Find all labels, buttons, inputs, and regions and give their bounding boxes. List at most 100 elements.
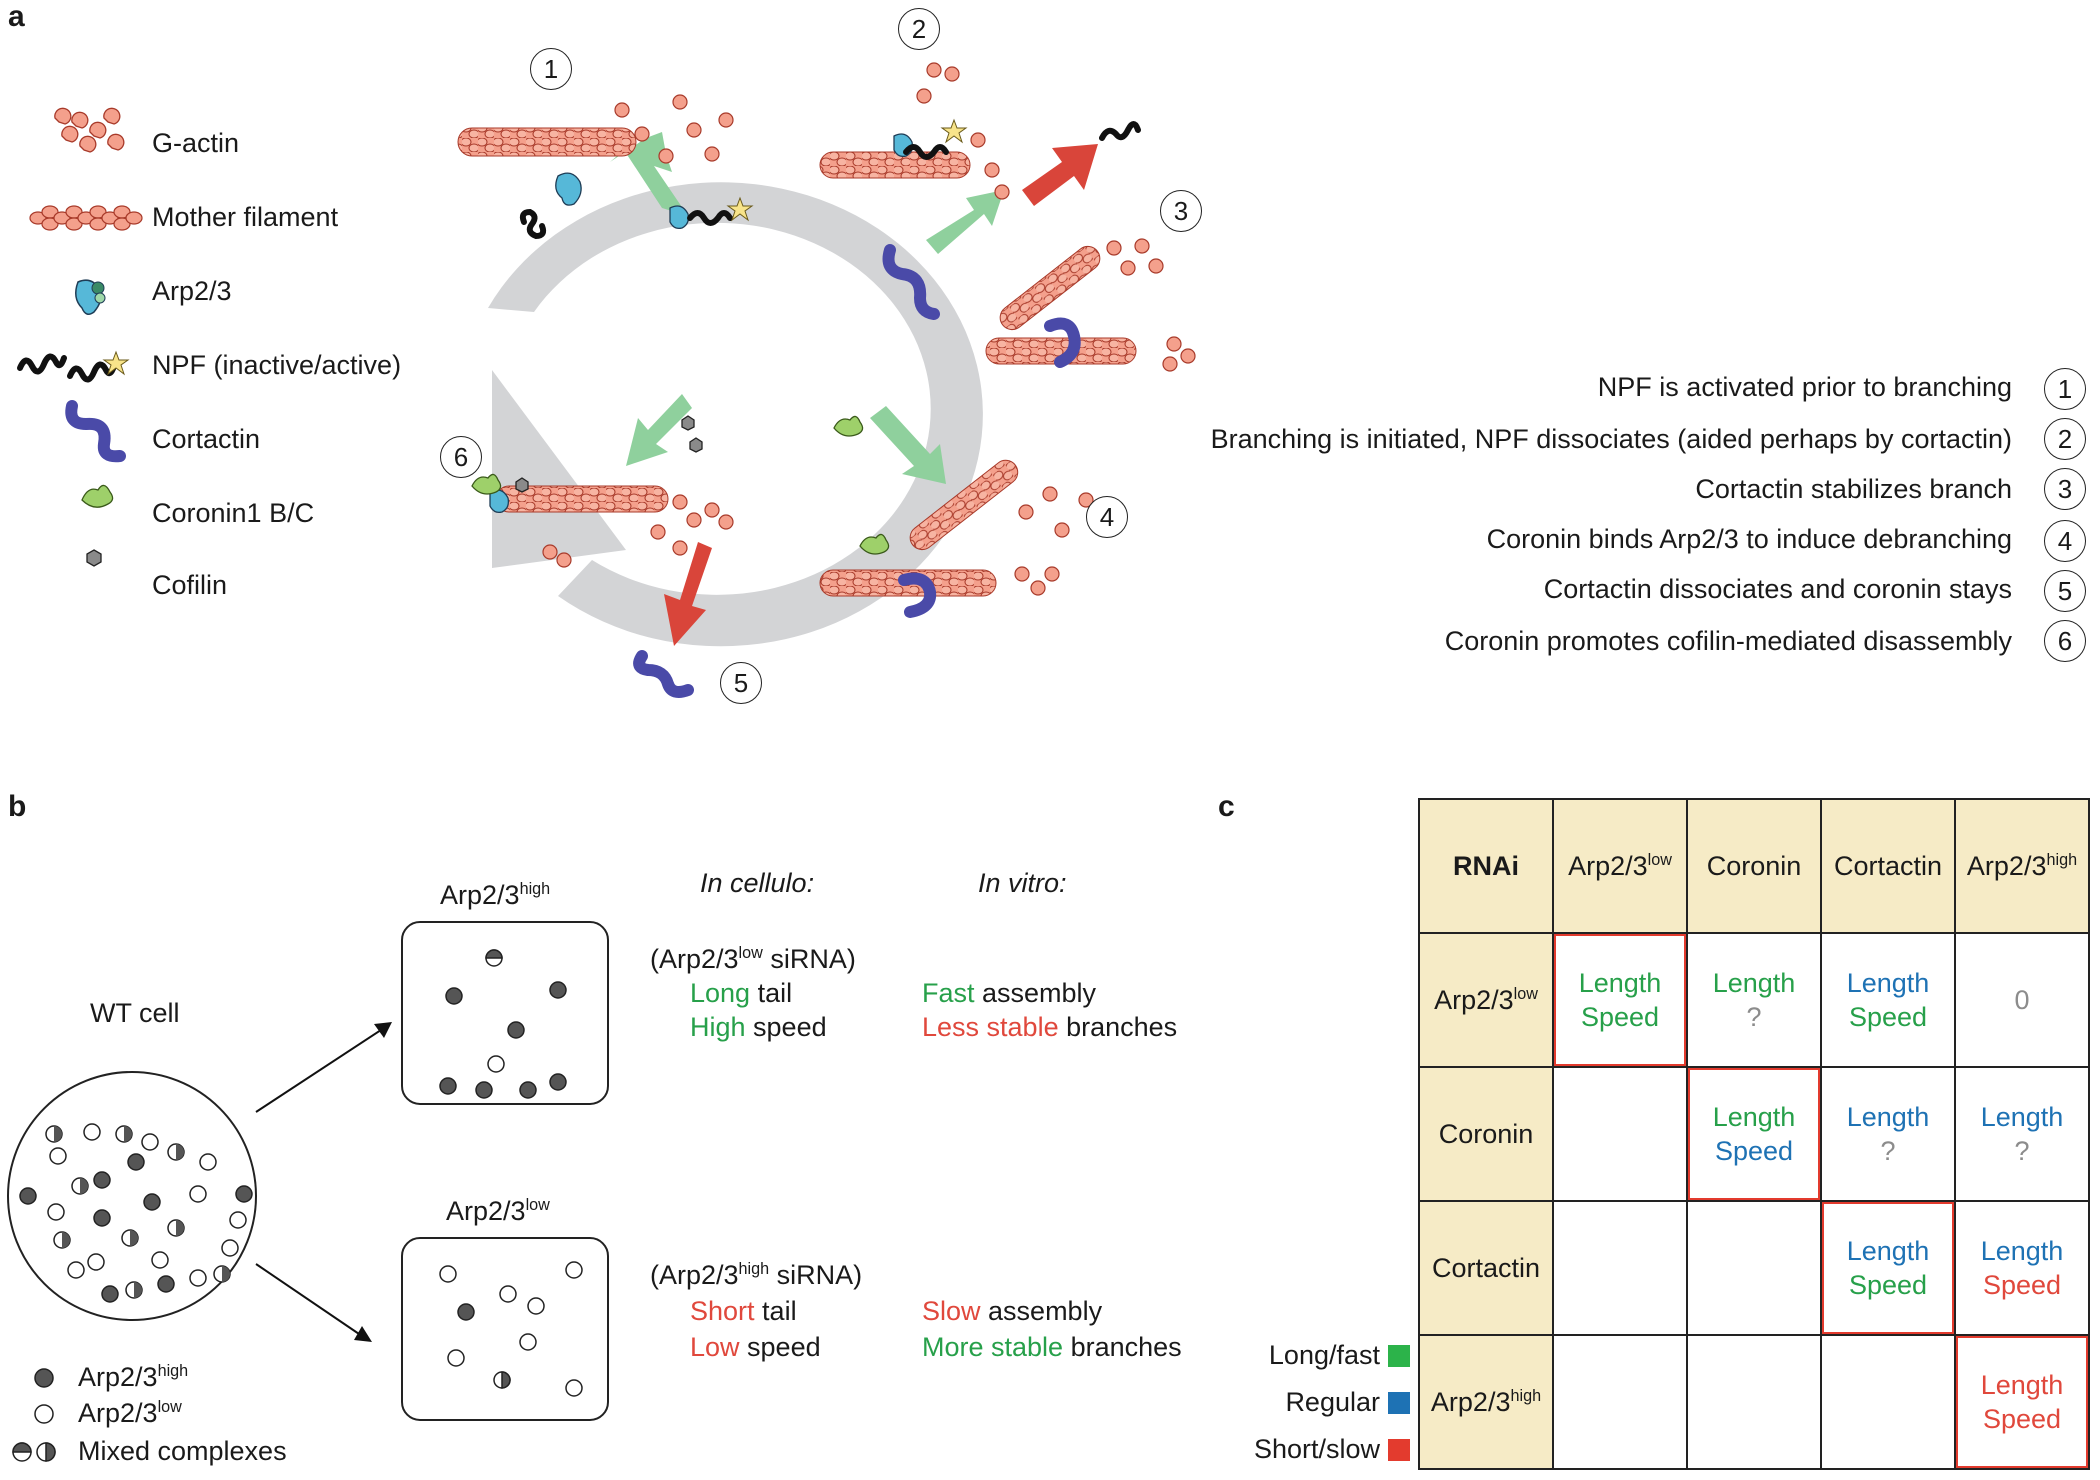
cycle-number-2: 2: [898, 8, 940, 50]
step-2-number: 2: [2044, 418, 2086, 460]
arp23-low-dots: [439, 1261, 583, 1397]
wt-cell-circle: [7, 1071, 257, 1321]
arp23-high-dots: [439, 949, 567, 1099]
key-swatch-green: [1388, 1344, 1410, 1367]
legend-coronin-label: Coronin1 B/C: [152, 498, 315, 528]
coronin-free: [833, 415, 864, 437]
step-5-text: Cortactin dissociates and coronin stays: [1543, 574, 2012, 604]
cell-r4-c1: [1552, 1334, 1688, 1470]
cycle-number-5: 5: [720, 662, 762, 704]
matrix-corner: RNAi: [1418, 798, 1554, 934]
cortactin-icon: [65, 400, 126, 463]
legend-npf-label: NPF (inactive/active): [152, 350, 402, 380]
high-speed-text: High speed: [690, 1012, 827, 1042]
row-header-arp23-high: Arp2/3high: [1418, 1334, 1554, 1470]
legend-arp23-label: Arp2/3: [152, 276, 232, 306]
npf-released: [1099, 121, 1141, 141]
filament-1: [457, 127, 637, 157]
g-actin-icon: [54, 107, 125, 153]
cofilin-1: [681, 415, 695, 431]
panel-b-letter: b: [8, 790, 27, 823]
key-swatch-red: [1388, 1438, 1410, 1461]
cofilin-2: [689, 437, 703, 453]
cell-r4-c3: [1820, 1334, 1956, 1470]
npf-star-stage2: [940, 118, 968, 144]
low-vitro-branches: More stable branches: [922, 1332, 1182, 1362]
legend-b-high: Arp2/3high: [78, 1362, 189, 1392]
legend-cofilin-label: Cofilin: [152, 570, 228, 600]
arp23-stage1: [555, 172, 582, 206]
arp23-low-box: [401, 1237, 609, 1421]
step-4-text: Coronin binds Arp2/3 to induce debranchi…: [1486, 524, 2012, 554]
cell-r4-c2: [1686, 1334, 1822, 1470]
arrow-to-low: [255, 1263, 363, 1337]
branching-cycle-diagram: [457, 62, 1196, 698]
legend-low-dot: [34, 1404, 54, 1424]
cycle-number-6: 6: [440, 436, 482, 478]
npf-active-star-icon: [102, 350, 130, 376]
box-low-title: Arp2/3low: [446, 1196, 550, 1226]
cell-r3-c2: [1686, 1200, 1822, 1336]
high-vitro-assembly: Fast assembly: [922, 978, 1097, 1008]
key-short-slow: Short/slow: [1254, 1434, 1410, 1465]
key-regular: Regular: [1285, 1387, 1410, 1418]
npf-stage1-inactive: [519, 208, 547, 240]
coronin-icon: [81, 484, 114, 508]
col-header-arp23-low: Arp2/3low: [1552, 798, 1688, 934]
cell-r1-c4: 0: [1954, 932, 2090, 1068]
red-arrow-npf: [1022, 144, 1098, 206]
cell-r2-c1: [1552, 1066, 1688, 1202]
panel-c-letter: c: [1218, 790, 1235, 823]
red-arrow-cortactin: [664, 542, 712, 646]
green-arrow-2: [926, 190, 1004, 254]
npf-icon: [17, 353, 117, 383]
cofilin-3: [515, 477, 529, 493]
key-long-fast: Long/fast: [1269, 1340, 1410, 1371]
box-high-title: Arp2/3high: [440, 880, 551, 910]
cofilin-icon: [86, 549, 102, 567]
filament-2: [819, 151, 971, 179]
key-swatch-blue: [1388, 1391, 1410, 1414]
in-cellulo-heading: In cellulo:: [700, 868, 815, 898]
step-3-number: 3: [2044, 468, 2086, 510]
cortactin-released: [633, 650, 694, 698]
cell-r2-c4: Length?: [1954, 1066, 2090, 1202]
wt-cell-mixed-dots: [54, 1126, 230, 1298]
in-vitro-heading: In vitro:: [978, 868, 1067, 898]
legend-g-actin-label: G-actin: [152, 128, 240, 158]
arp23-high-box: [401, 921, 609, 1105]
cycle-number-3: 3: [1160, 190, 1202, 232]
row-header-arp23-low: Arp2/3low: [1418, 932, 1554, 1068]
arp23-stage6: [489, 489, 510, 514]
cortactin-stage4: [898, 572, 937, 618]
legend-high-dot: [34, 1368, 54, 1388]
arrowhead-to-high: [374, 1022, 392, 1038]
cell-r2-c3: Length?: [1820, 1066, 1956, 1202]
row-header-coronin: Coronin: [1418, 1066, 1554, 1202]
filament-4-branch: [909, 459, 1019, 551]
step-6-number: 6: [2044, 620, 2086, 662]
matrix-header-row: RNAi Arp2/3low Coronin Cortactin Arp2/3h…: [1418, 798, 2090, 934]
mother-filament-icon: [29, 205, 143, 231]
high-sirna-label: (Arp2/3low siRNA): [650, 944, 856, 974]
cycle-number-4: 4: [1086, 496, 1128, 538]
arrow-to-high: [255, 1027, 385, 1113]
step-1-number: 1: [2044, 368, 2086, 410]
low-speed-text: Low speed: [690, 1332, 821, 1362]
legend-cortactin-label: Cortactin: [152, 424, 261, 454]
legend-mixed-dots: [12, 1442, 56, 1462]
cycle-arrowhead: [492, 370, 626, 568]
row-header-cortactin: Cortactin: [1418, 1200, 1554, 1336]
low-tail-text: Short tail: [690, 1296, 797, 1326]
filament-3-branch: [999, 245, 1101, 331]
rnai-matrix: RNAi Arp2/3low Coronin Cortactin Arp2/3h…: [1418, 798, 2090, 1470]
npf-star-stage1: [726, 196, 754, 222]
